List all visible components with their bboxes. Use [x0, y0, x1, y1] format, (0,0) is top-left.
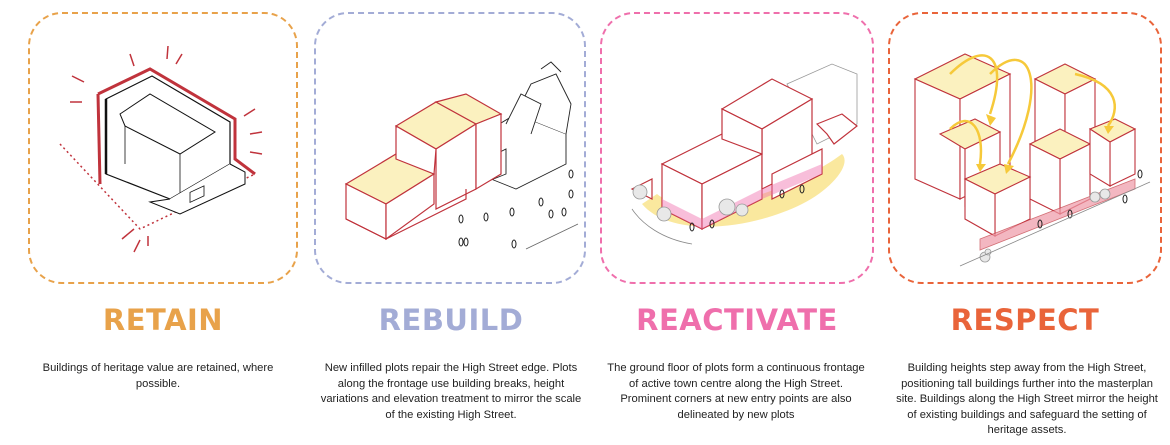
retain-diagram-frame	[28, 12, 298, 284]
reactivate-description: The ground floor of plots form a continu…	[607, 362, 865, 421]
retain-description: Buildings of heritage value are retained…	[42, 362, 274, 390]
retain-diagram	[59, 45, 263, 253]
rebuild-diagram-frame	[314, 12, 586, 284]
retain-heading: RETAIN	[102, 303, 224, 337]
reactivate-diagram-frame	[600, 12, 874, 284]
rebuild-heading: REBUILD	[378, 303, 524, 337]
reactivate-diagram	[630, 63, 858, 245]
panel-retain: RETAIN Buildings of heritage value are r…	[12, 0, 298, 445]
respect-diagram-frame	[888, 12, 1162, 284]
panel-reactivate: REACTIVATE The ground floor of plots for…	[584, 0, 874, 445]
panel-respect: RESPECT Building heights step away from …	[872, 0, 1162, 445]
respect-heading: RESPECT	[950, 303, 1100, 337]
panel-rebuild: REBUILD New infilled plots repair the Hi…	[298, 0, 586, 445]
respect-diagram	[913, 53, 1151, 267]
reactivate-heading: REACTIVATE	[636, 303, 838, 337]
rebuild-diagram	[344, 61, 579, 250]
rebuild-description: New infilled plots repair the High Stree…	[320, 362, 582, 421]
respect-description: Building heights step away from the High…	[896, 362, 1158, 436]
